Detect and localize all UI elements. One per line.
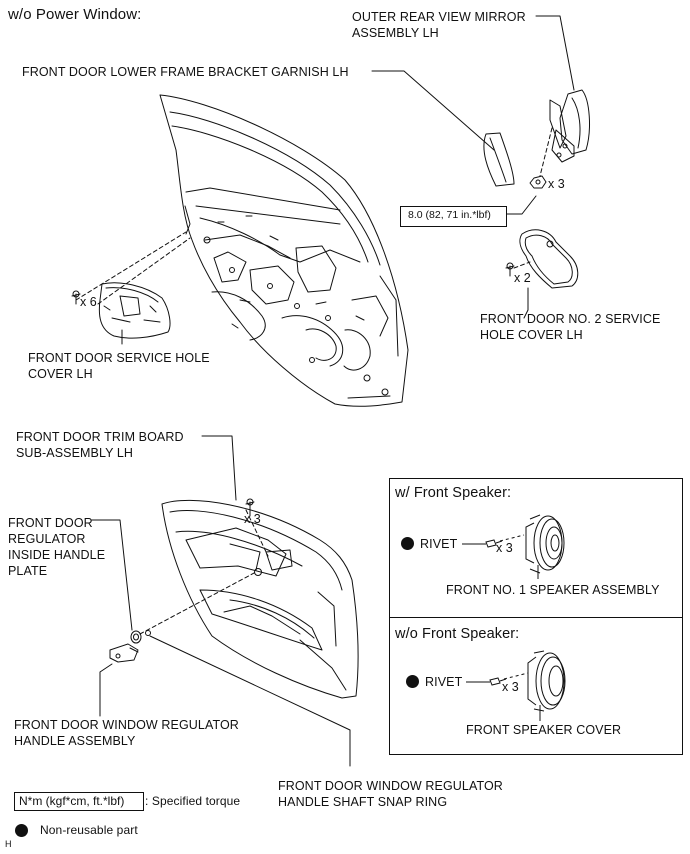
legend-nonreusable-text: Non-reusable part bbox=[40, 823, 138, 837]
without-speaker-rivet-quantity: x 3 bbox=[502, 680, 519, 694]
legend-nonreusable-dot-icon bbox=[15, 824, 28, 837]
service-hole-cover bbox=[98, 282, 171, 339]
handle-assy-label-line2: HANDLE ASSEMBLY bbox=[14, 734, 136, 748]
with-speaker-part-label: FRONT NO. 1 SPEAKER ASSEMBLY bbox=[446, 583, 660, 597]
service-cover-clip bbox=[71, 290, 81, 305]
guide-lines bbox=[75, 127, 553, 635]
leader-lines bbox=[91, 15, 575, 767]
handle-plate-label-line1: FRONT DOOR bbox=[8, 516, 93, 530]
trim-clip bbox=[245, 498, 255, 517]
handle-plate-part bbox=[130, 630, 142, 644]
without-speaker-part-label: FRONT SPEAKER COVER bbox=[466, 723, 622, 737]
cover2-label-line1: FRONT DOOR NO. 2 SERVICE bbox=[480, 312, 661, 326]
nonreusable-dot-icon bbox=[401, 537, 414, 550]
window-regulator-handle bbox=[109, 643, 139, 663]
snap-ring-part bbox=[145, 630, 151, 636]
mirror-label-line2: ASSEMBLY LH bbox=[352, 26, 439, 40]
without-speaker-rivet-label: RIVET bbox=[425, 675, 463, 689]
corner-mark: H bbox=[5, 839, 12, 849]
handle-assy-label-line1: FRONT DOOR WINDOW REGULATOR bbox=[14, 718, 239, 732]
speaker-assembly-part bbox=[525, 514, 565, 574]
handle-plate-label-line3: INSIDE HANDLE bbox=[8, 548, 106, 562]
trim-board-label-line2: SUB-ASSEMBLY LH bbox=[16, 446, 134, 460]
service-clip-quantity: x 6 bbox=[80, 295, 97, 309]
snap-ring-label-line2: HANDLE SHAFT SNAP RING bbox=[278, 795, 448, 809]
handle-plate-label-line4: PLATE bbox=[8, 564, 48, 578]
legend-torque-desc: : Specified torque bbox=[145, 794, 241, 808]
mirror-nut bbox=[529, 175, 547, 189]
cover2-label-line2: HOLE COVER LH bbox=[480, 328, 583, 342]
garnish-part bbox=[483, 132, 515, 187]
mirror-label-line1: OUTER REAR VIEW MIRROR bbox=[352, 10, 526, 24]
speaker-variant-box: w/ Front Speaker: RIVET x 3 FRONT NO. 1 … bbox=[389, 478, 683, 755]
garnish-label: FRONT DOOR LOWER FRAME BRACKET GARNISH L… bbox=[22, 65, 349, 79]
handle-plate-label-line2: REGULATOR bbox=[8, 532, 86, 546]
with-speaker-rivet-quantity: x 3 bbox=[496, 541, 513, 555]
with-speaker-section: w/ Front Speaker: RIVET x 3 FRONT NO. 1 … bbox=[390, 479, 682, 618]
without-speaker-title: w/o Front Speaker: bbox=[395, 626, 520, 642]
section-title: w/o Power Window: bbox=[8, 6, 142, 23]
snap-ring-label-line1: FRONT DOOR WINDOW REGULATOR bbox=[278, 779, 503, 793]
without-speaker-section: w/o Front Speaker: RIVET x 3 FRONT SPEAK… bbox=[390, 618, 682, 754]
front-door-panel bbox=[159, 94, 409, 407]
torque-box: 8.0 (82, 71 in.*lbf) bbox=[400, 206, 507, 227]
legend-torque-unit: N*m (kgf*cm, ft.*lbf) bbox=[19, 794, 125, 808]
trim-board-label-line1: FRONT DOOR TRIM BOARD bbox=[16, 430, 184, 444]
with-speaker-rivet-label: RIVET bbox=[420, 537, 458, 551]
cover2-clip-quantity: x 2 bbox=[514, 271, 531, 285]
trim-clip-quantity: x 3 bbox=[244, 512, 261, 526]
service-hole-cover-2 bbox=[519, 229, 579, 289]
nut-quantity: x 3 bbox=[548, 177, 565, 191]
with-speaker-title: w/ Front Speaker: bbox=[395, 485, 512, 501]
torque-value: 8.0 (82, 71 in.*lbf) bbox=[408, 209, 491, 221]
speaker-cover-part bbox=[527, 650, 566, 712]
mirror-part bbox=[549, 89, 590, 163]
cover2-clip bbox=[505, 262, 515, 277]
legend-torque-box: N*m (kgf*cm, ft.*lbf) bbox=[14, 792, 144, 811]
nonreusable-dot-icon bbox=[406, 675, 419, 688]
service-cover-label-line2: COVER LH bbox=[28, 367, 93, 381]
service-cover-label-line1: FRONT DOOR SERVICE HOLE bbox=[28, 351, 210, 365]
speaker-box-drawings bbox=[462, 514, 566, 721]
trim-board bbox=[161, 499, 359, 699]
